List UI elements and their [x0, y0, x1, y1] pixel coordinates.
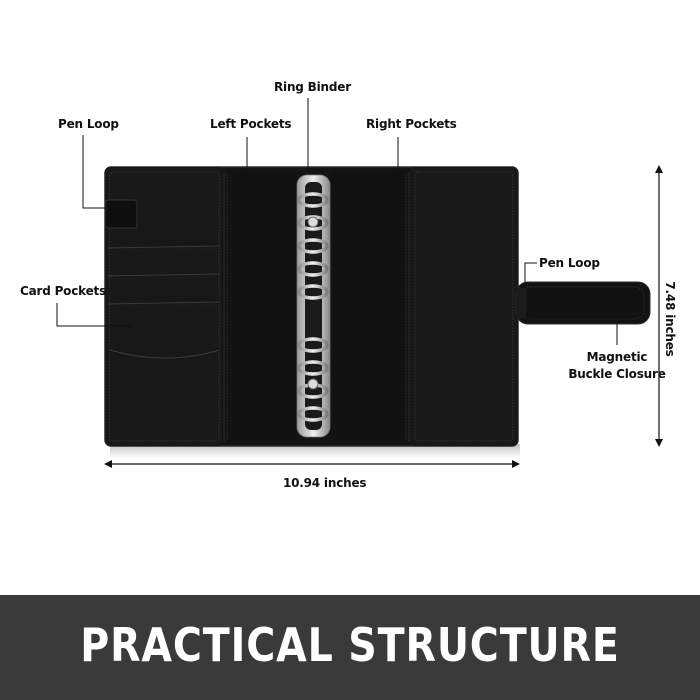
right-pocket-panel	[331, 171, 410, 443]
right-cover-panel	[410, 167, 518, 446]
left-pockets-leader	[222, 137, 248, 186]
height-dimension-label: 7.48 inches	[663, 281, 677, 357]
width-arrow-left-head	[104, 460, 112, 468]
left-cover-panel	[105, 167, 224, 446]
card-pockets	[107, 245, 221, 359]
width-arrow-right-head	[512, 460, 520, 468]
magnetic-buckle-label-line2: Buckle Closure	[568, 367, 666, 381]
card-pockets-leader	[56, 303, 130, 327]
left-pockets-label: Left Pockets	[210, 117, 292, 131]
height-arrow-bottom-head	[655, 439, 663, 447]
binder-illustration	[56, 98, 663, 468]
banner-title: PRACTICAL STRUCTURE	[80, 618, 620, 672]
right-pockets-leader	[397, 137, 410, 199]
callout-lines	[56, 98, 618, 345]
pen-loop-left-label: Pen Loop	[58, 117, 119, 131]
floor-shadow	[110, 444, 520, 458]
ring-binder-label: Ring Binder	[274, 80, 351, 94]
magnetic-buckle-label-line1: Magnetic	[586, 350, 648, 364]
left-pen-loop	[104, 199, 138, 229]
card-pockets-label: Card Pockets	[20, 284, 107, 298]
right-pockets-label: Right Pockets	[366, 117, 457, 131]
pen-loop-right-label: Pen Loop	[539, 256, 600, 270]
ring-binder-mechanism	[296, 174, 331, 438]
dimension-arrows	[104, 165, 663, 468]
left-pocket-panel	[222, 171, 297, 443]
pen-loop-left-leader	[82, 135, 108, 209]
height-arrow-top-head	[655, 165, 663, 173]
magnetic-buckle-strap	[515, 281, 651, 325]
pen-loop-right-leader	[524, 262, 537, 288]
binder-body	[104, 166, 651, 447]
width-dimension-label: 10.94 inches	[283, 476, 367, 490]
footer-banner	[0, 595, 700, 700]
